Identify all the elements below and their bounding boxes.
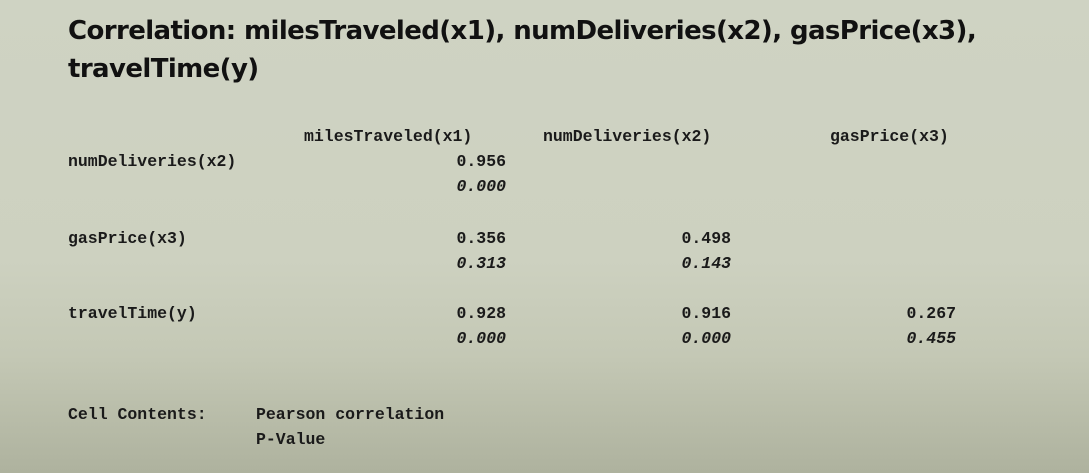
p-value-cell: 0.000 bbox=[456, 329, 506, 348]
row-label-gas-price: gasPrice(x3) bbox=[68, 229, 187, 248]
cell-contents-line-2: P-Value bbox=[256, 430, 326, 449]
cell-contents-line-1: Pearson correlation bbox=[256, 405, 445, 424]
p-value-cell: 0.000 bbox=[456, 177, 506, 196]
correlation-cell: 0.498 bbox=[681, 229, 731, 248]
p-value-cell: 0.313 bbox=[456, 254, 506, 273]
column-header-num-deliveries: numDeliveries(x2) bbox=[543, 127, 712, 146]
page-title: Correlation: milesTraveled(x1), numDeliv… bbox=[68, 16, 977, 84]
p-value-cell: 0.000 bbox=[681, 329, 731, 348]
correlation-cell: 0.267 bbox=[906, 304, 956, 323]
cell-contents-label: Cell Contents: bbox=[68, 405, 207, 424]
correlation-cell: 0.356 bbox=[456, 229, 506, 248]
column-header-miles-traveled: milesTraveled(x1) bbox=[304, 127, 473, 146]
row-label-travel-time: travelTime(y) bbox=[68, 304, 197, 323]
column-header-gas-price: gasPrice(x3) bbox=[830, 127, 949, 146]
correlation-cell: 0.928 bbox=[456, 304, 506, 323]
p-value-cell: 0.143 bbox=[681, 254, 731, 273]
row-label-num-deliveries: numDeliveries(x2) bbox=[68, 152, 237, 171]
correlation-cell: 0.916 bbox=[681, 304, 731, 323]
correlation-cell: 0.956 bbox=[456, 152, 506, 171]
p-value-cell: 0.455 bbox=[906, 329, 956, 348]
